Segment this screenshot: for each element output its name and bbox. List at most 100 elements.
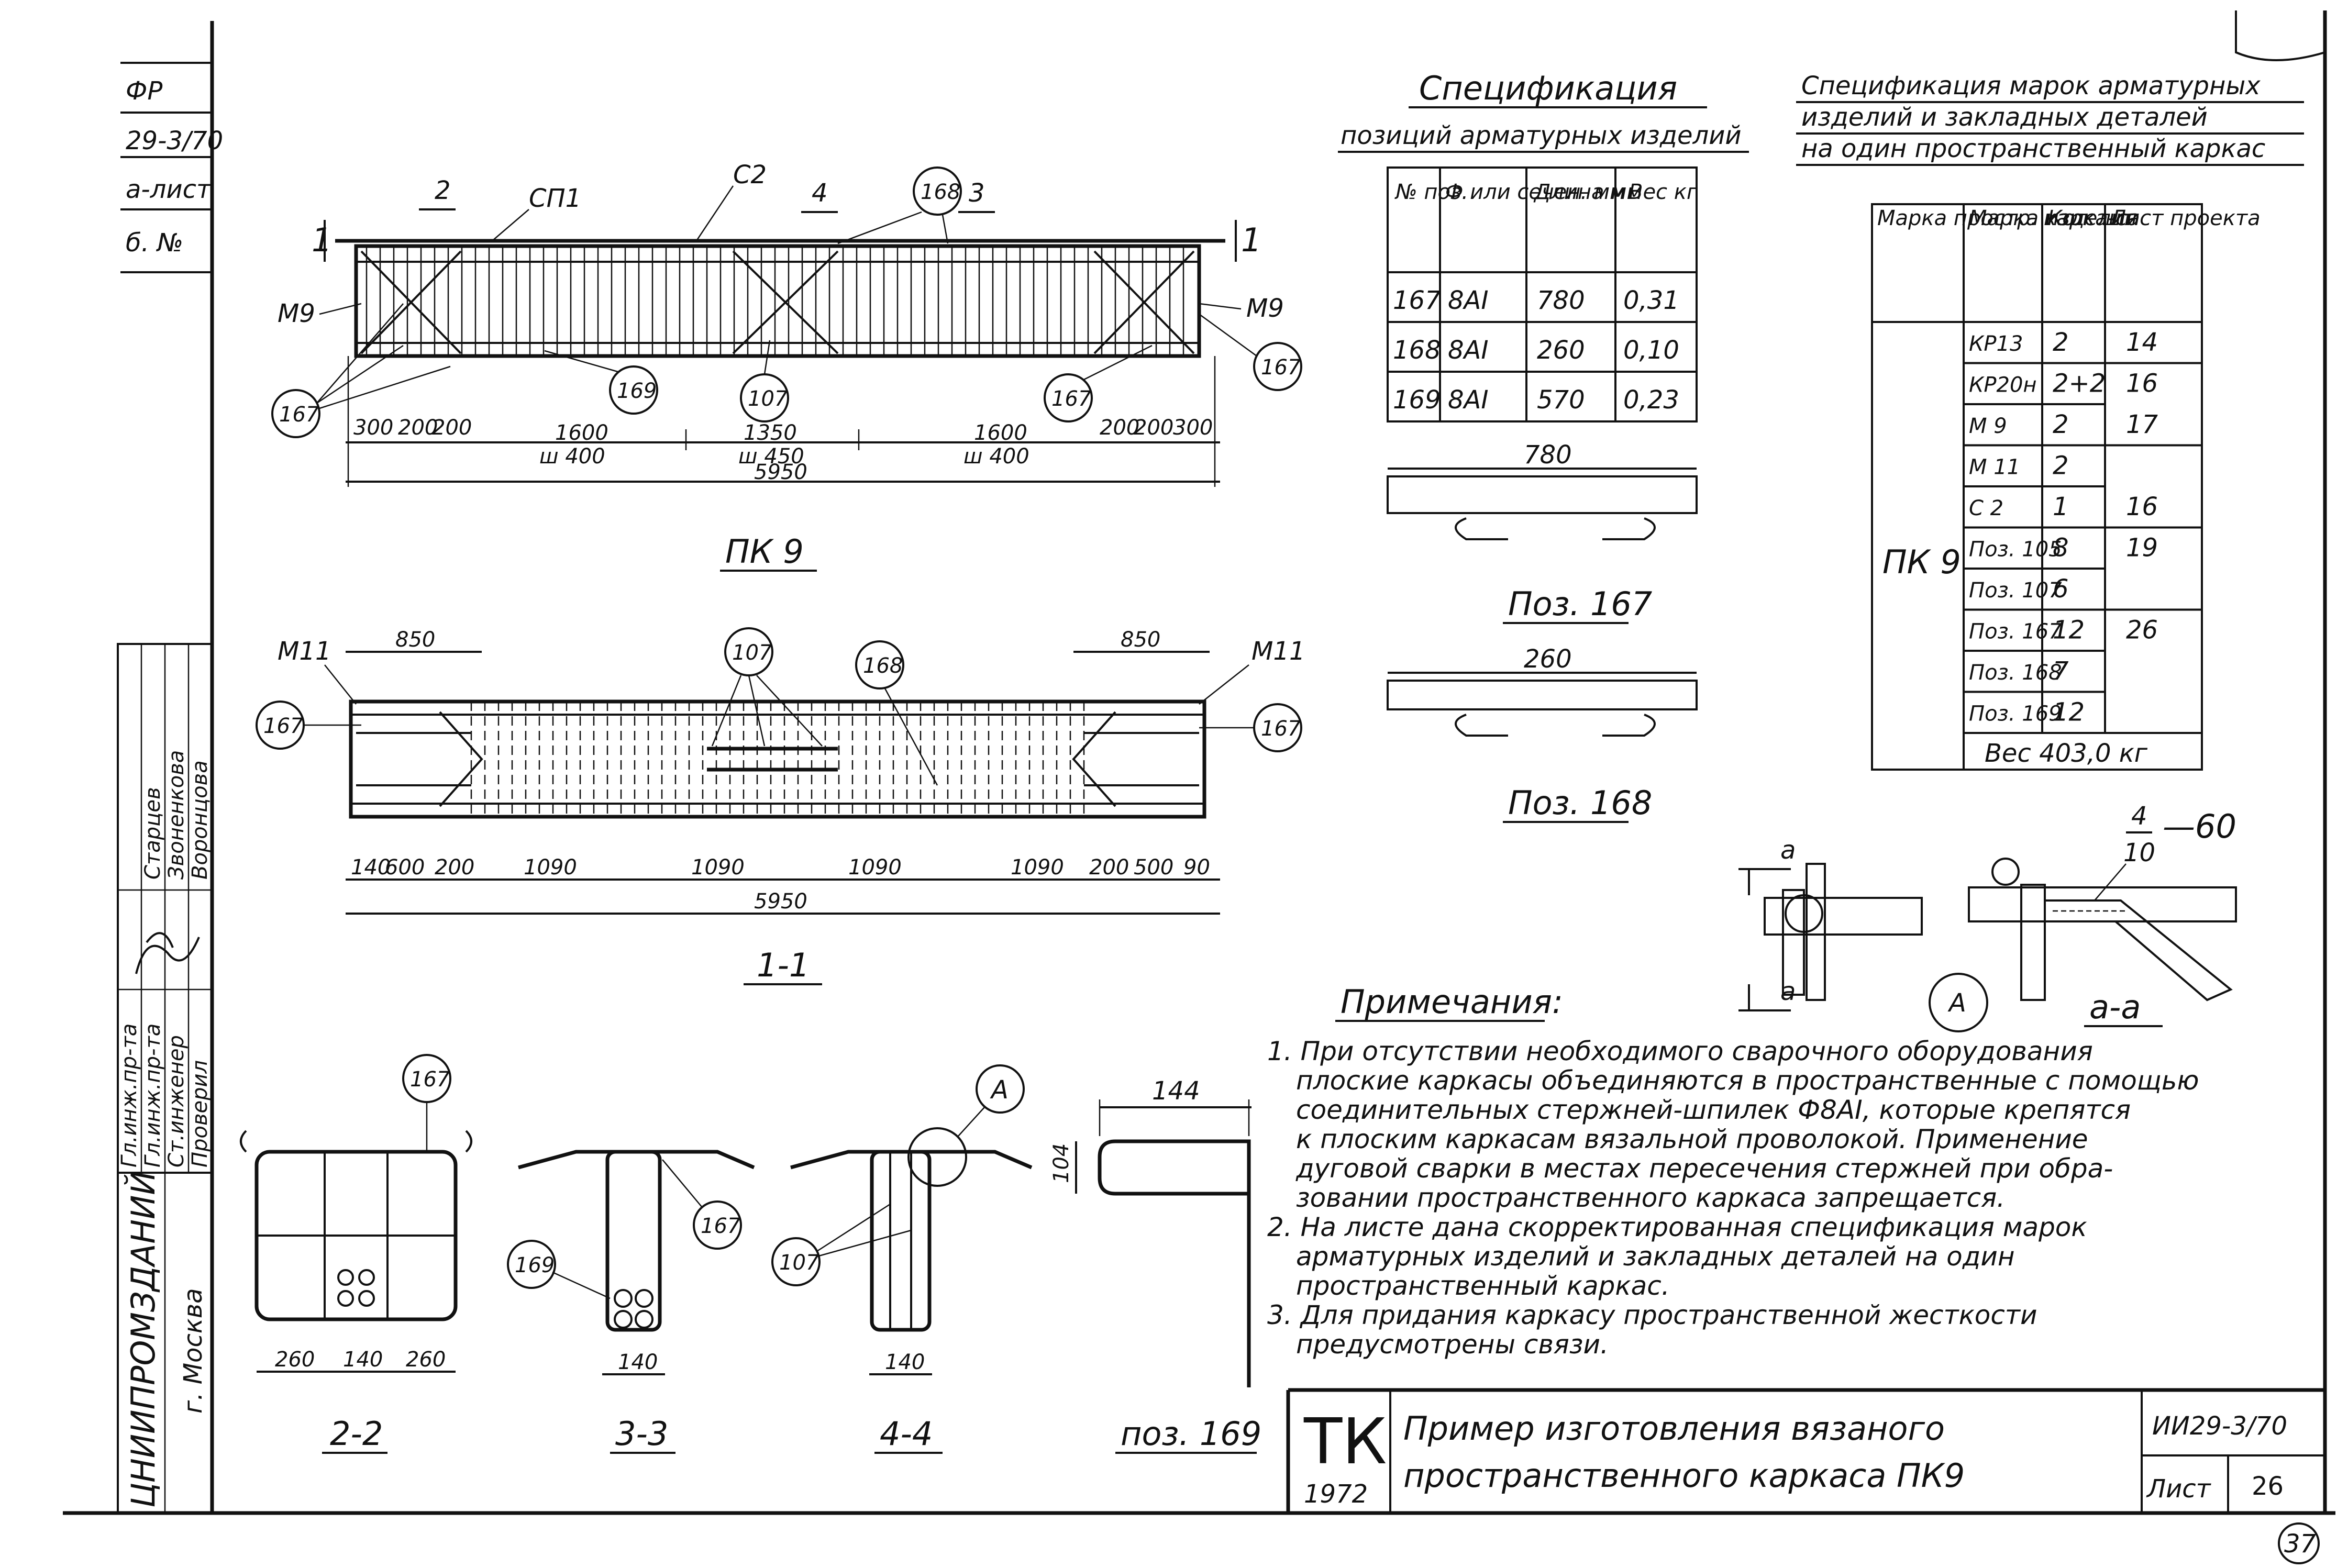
callout-169-text: 169 (617, 379, 657, 403)
stamp-code-3: а-лист (126, 175, 212, 204)
s33-dim-1: 140 (618, 1350, 658, 1374)
stamp-role-3: Ст.инженер (164, 1035, 189, 1167)
spec2-cell: Поз. 169 (1969, 702, 2062, 726)
pos168-title: Поз. 168 (1508, 784, 1652, 822)
cut-1-right: 1 (1241, 221, 1261, 259)
corner-stamp (2235, 10, 2325, 61)
callout-107-s44 (771, 1237, 821, 1286)
note-line: 1. При отсутствии необходимого сварочног… (1267, 1036, 2093, 1066)
dim-small-2: 200 (398, 416, 438, 440)
spec2-h1: Марка изделия (1969, 206, 2137, 230)
dim-small-4: 200 (1100, 416, 1139, 440)
plan-dim-s6: 90 (1183, 855, 1210, 880)
callout-167-plan-left-text: 167 (263, 714, 304, 738)
stamp-role-4: Проверил (188, 1060, 212, 1167)
callout-169-s33-text: 169 (515, 1253, 555, 1277)
spec2-cell: Поз. 167 (1969, 620, 2062, 644)
stamp-name-3: Воронцова (188, 760, 212, 880)
spec1-h2: Длина мм (1533, 180, 1643, 204)
label-c2: С2 (733, 160, 767, 190)
note-line: дуговой сварки в местах пересечения стер… (1295, 1153, 2113, 1184)
note-line: к плоским каркасам вязальной проволокой.… (1296, 1124, 2088, 1154)
detail-a-cut-top: а (1780, 836, 1796, 865)
s22-dim-1: 260 (275, 1348, 315, 1372)
s22-dim-2: 140 (343, 1348, 383, 1372)
spec1-cell: 168 (1393, 336, 1441, 365)
spec1: Спецификация позиций арматурных изделий … (1338, 69, 1749, 422)
plan-dim-s4: 200 (1089, 855, 1129, 880)
page-number: 37 (2284, 1529, 2317, 1559)
callout-167-s33-text: 167 (701, 1214, 741, 1238)
spec2-cell: 2+2 (2053, 369, 2106, 398)
dim-small-3: 200 (432, 416, 472, 440)
spec2-cell: М 11 (1969, 455, 2020, 480)
stamp-code-2: 29-3/70 (126, 126, 223, 155)
title-sheet-no: 26 (2252, 1472, 2284, 1501)
spec1-h1: Ф или сечен. мм (1445, 180, 1625, 204)
pos167-title: Поз. 167 (1508, 585, 1652, 623)
plan-dim-m4: 1090 (1011, 855, 1064, 880)
note-line: плоские каркасы объединяются в пространс… (1296, 1065, 2199, 1096)
spec1-cell: 260 (1537, 336, 1585, 365)
spec2-h2: Кол. шт (2047, 206, 2134, 230)
spec2-cell: 2 (2053, 451, 2069, 481)
notes: Примечания: 1. При отсутствии необходимо… (1267, 983, 2199, 1360)
plan-dim-s3: 200 (435, 855, 474, 880)
callout-168-top-text: 168 (921, 180, 960, 204)
spec2-cell: КР20н (1969, 373, 2037, 397)
callout-107-plan-text: 107 (732, 641, 772, 665)
spec2-cell: 12 (2053, 616, 2085, 645)
spec1-cell: 0,31 (1623, 286, 1679, 315)
pos169-title: поз. 169 (1121, 1415, 1261, 1453)
spec2-cell: 2 (2053, 410, 2069, 439)
callout-169-s33 (507, 1240, 556, 1289)
spec1-h0: № поз. (1394, 180, 1468, 204)
callout-167-left-text: 167 (279, 403, 319, 427)
spec2-cell: 16 (2126, 492, 2158, 521)
callout-107-text: 107 (748, 387, 788, 411)
spec2-h3: Лист проекта (2109, 206, 2261, 230)
spec2-title-2: изделий и закладных деталей (1801, 103, 2208, 132)
spec2-cell: 16 (2126, 369, 2158, 398)
note-line: 2. На листе дана скорректированная специ… (1267, 1212, 2087, 1242)
pos167-length: 780 (1524, 440, 1572, 470)
notes-title: Примечания: (1341, 983, 1563, 1021)
label-sp1: СП1 (529, 184, 581, 213)
stamp-role-2: Гл.инж.пр-та (141, 1024, 165, 1167)
callout-107-s44-text: 107 (779, 1251, 819, 1275)
title-tk: ТК (1303, 1406, 1387, 1478)
plan-dim-m1: 1090 (524, 855, 577, 880)
spec1-title: Спецификация (1419, 69, 1677, 107)
spec1-cell: 0,10 (1623, 336, 1679, 365)
spec2-cell: Поз. 107 (1969, 579, 2062, 603)
dim-sub-3: ш 400 (963, 444, 1029, 469)
spec2-cell: Поз. 168 (1969, 661, 2062, 685)
note-line: 3. Для придания каркасу пространственной… (1267, 1300, 2037, 1330)
pos-167-detail: 780 Поз. 167 (1387, 440, 1698, 624)
spec2: Спецификация марок арматурных изделий и … (1796, 71, 2304, 771)
spec2-cell: 6 (2053, 574, 2069, 604)
dim-top-850-right: 850 (1121, 628, 1160, 652)
callout-167-s33 (693, 1200, 742, 1250)
plan-dim-s2: 600 (385, 855, 425, 880)
dim-main-2: 1350 (744, 421, 797, 445)
dim-sub-2: ш 450 (738, 444, 804, 469)
plan-dim-m3: 1090 (848, 855, 902, 880)
spec1-cell: 0,23 (1623, 385, 1679, 415)
spec2-group: ПК 9 (1882, 543, 1961, 581)
spec2-cell: М 9 (1969, 414, 2007, 438)
spec1-cell: 570 (1537, 385, 1585, 415)
sec-mark-4: 4 (812, 179, 828, 208)
plan-dim-m2: 1090 (691, 855, 745, 880)
spec2-cell: Поз. 105 (1969, 538, 2062, 562)
dim-small-1: 300 (353, 416, 393, 440)
title-code: ИИ29-3/70 (2152, 1411, 2287, 1441)
spec2-title-3: на один пространственный каркас (1801, 134, 2265, 163)
spec1-cell: 8АI (1448, 385, 1489, 415)
view-title-2-2: 2-2 (330, 1415, 383, 1453)
spec1-cell: 8АI (1448, 286, 1489, 315)
dim-small-5: 200 (1134, 416, 1173, 440)
pos-169-detail: 144 104 поз. 169 (1049, 1076, 1261, 1454)
callout-167-mid (1044, 373, 1093, 422)
